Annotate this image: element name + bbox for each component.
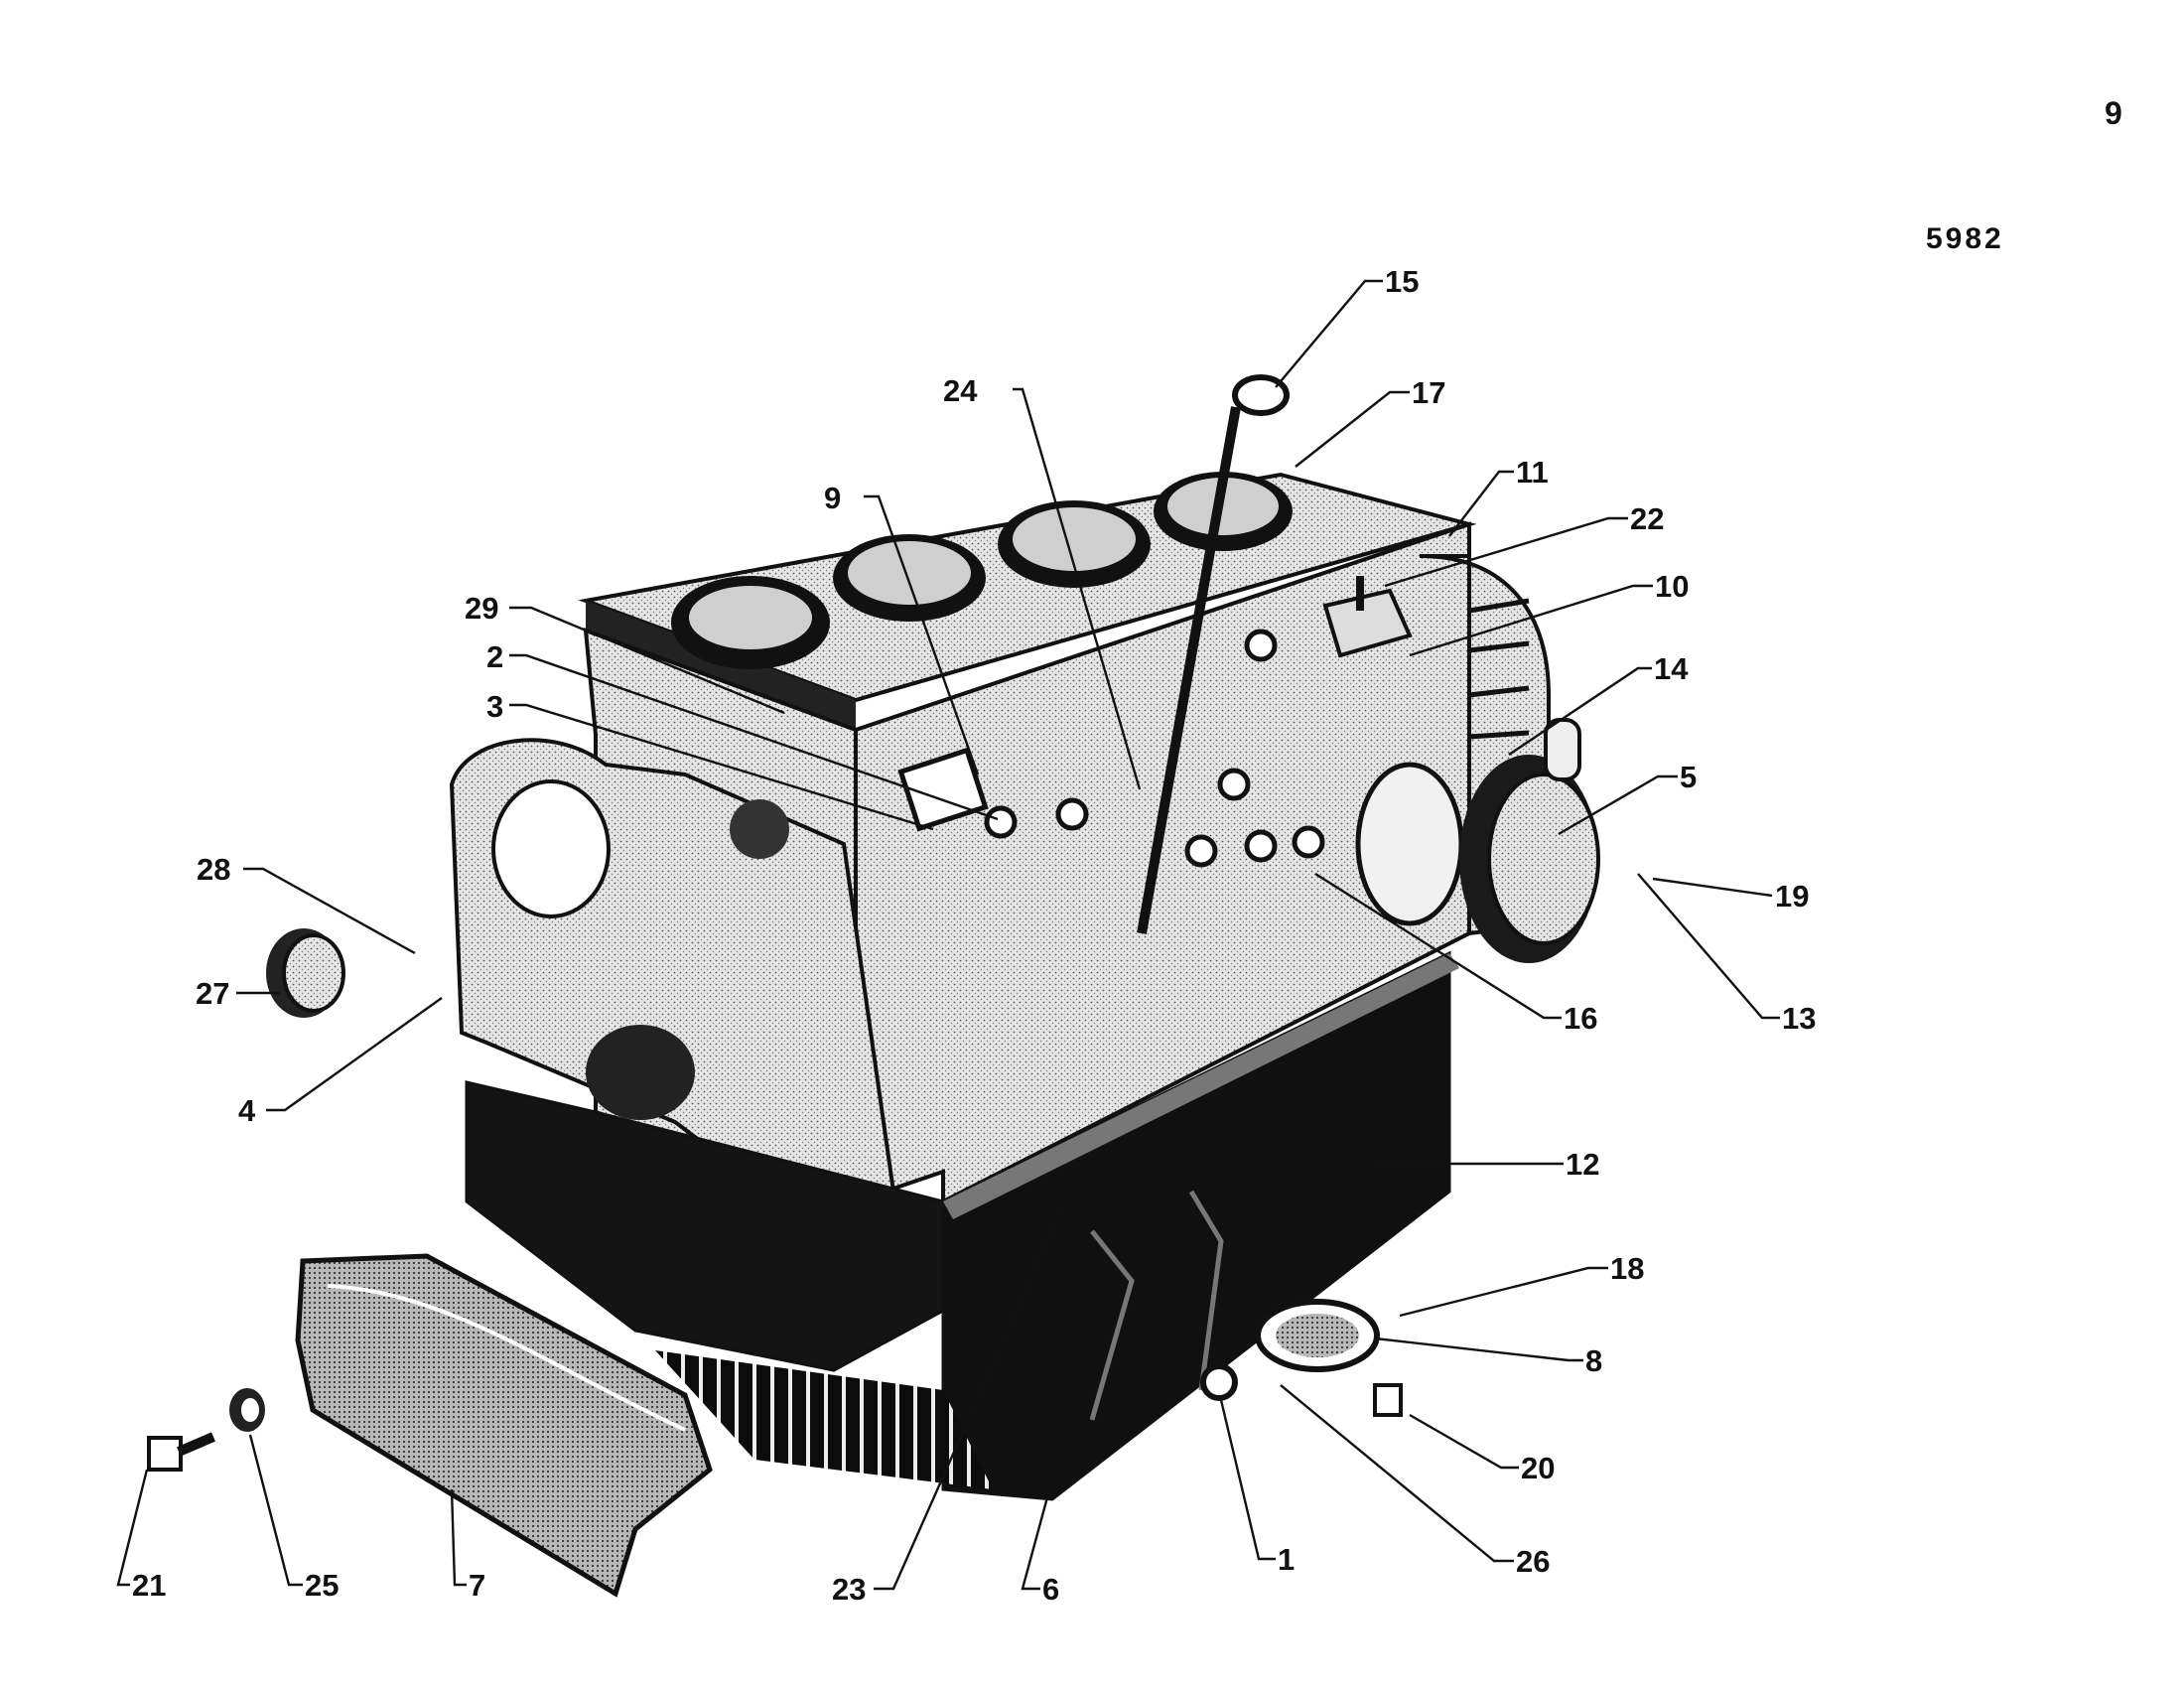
callout-6: 6 xyxy=(1042,1572,1059,1607)
drain-plate xyxy=(1200,1299,1403,1417)
callout-9: 9 xyxy=(824,481,841,515)
callout-13: 13 xyxy=(1782,1001,1816,1036)
leader-lines xyxy=(116,279,1780,1591)
callout-18: 18 xyxy=(1610,1251,1644,1286)
page-number: 9 xyxy=(2105,95,2122,131)
callout-10: 10 xyxy=(1655,569,1689,604)
loose-bolt xyxy=(147,1432,215,1472)
callout-4: 4 xyxy=(238,1093,256,1128)
callout-11: 11 xyxy=(1516,455,1549,490)
callout-1: 1 xyxy=(1278,1542,1295,1577)
callout-23: 23 xyxy=(832,1572,866,1607)
callout-19: 19 xyxy=(1775,879,1809,914)
callout-20: 20 xyxy=(1521,1451,1555,1485)
callout-15: 15 xyxy=(1385,264,1419,299)
callout-8: 8 xyxy=(1585,1343,1602,1378)
bracket-plate xyxy=(295,1253,713,1598)
callout-numbers: 15 17 24 11 9 22 29 10 2 14 3 5 28 19 27… xyxy=(132,264,1816,1607)
oil-seal-ring xyxy=(266,928,345,1018)
callout-27: 27 xyxy=(196,976,229,1011)
callout-22: 22 xyxy=(1630,501,1664,536)
callout-12: 12 xyxy=(1566,1147,1599,1182)
loose-washer xyxy=(229,1388,265,1432)
cylinder-bores xyxy=(671,472,1293,669)
oil-sump xyxy=(655,950,1459,1501)
callout-24: 24 xyxy=(943,373,978,408)
figure-reference-code: 5982 xyxy=(1926,222,2004,255)
water-pump xyxy=(1355,718,1600,963)
callout-29: 29 xyxy=(465,591,498,626)
callout-14: 14 xyxy=(1654,651,1689,686)
callout-7: 7 xyxy=(469,1568,485,1603)
callout-17: 17 xyxy=(1412,375,1445,410)
callout-26: 26 xyxy=(1516,1544,1550,1579)
callout-16: 16 xyxy=(1564,1001,1597,1036)
callout-28: 28 xyxy=(197,852,230,887)
dipstick xyxy=(1137,374,1290,934)
callout-2: 2 xyxy=(486,639,503,674)
engine-block-illustration xyxy=(147,374,1600,1598)
callout-5: 5 xyxy=(1680,760,1697,794)
fasteners-and-small-parts xyxy=(897,629,1325,868)
callout-25: 25 xyxy=(305,1568,339,1603)
callout-3: 3 xyxy=(486,689,503,724)
callout-21: 21 xyxy=(132,1568,166,1603)
